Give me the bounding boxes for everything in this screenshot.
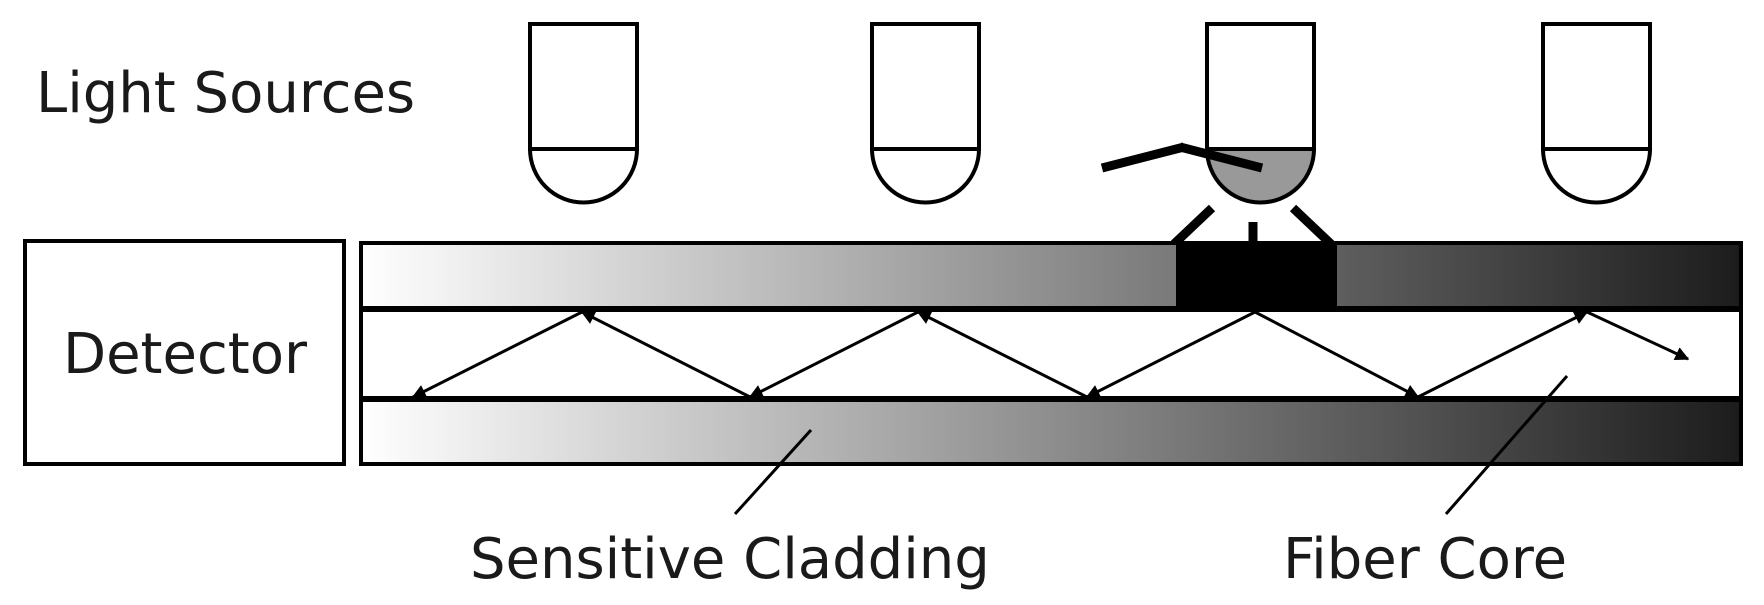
- emission-ray-right: [1178, 142, 1264, 173]
- emission-ray-down-left: [1170, 204, 1216, 248]
- core-leader-line: [1444, 375, 1569, 515]
- emission-rays: [1100, 142, 1335, 248]
- led-body: [870, 22, 981, 151]
- ray-segment: [1085, 310, 1256, 399]
- ray-segment: [411, 310, 583, 399]
- led-lens: [527, 147, 640, 205]
- led-lens: [1540, 147, 1653, 205]
- ray-segment: [916, 310, 1088, 399]
- light-source-2: [869, 22, 982, 205]
- light-sources: [527, 22, 1653, 205]
- led-body: [1205, 22, 1316, 151]
- light-sources-label: Light Sources: [36, 61, 415, 126]
- ray-segment: [1417, 310, 1589, 399]
- emission-ray-down-right: [1289, 204, 1335, 248]
- fiber-core-label: Fiber Core: [1283, 527, 1567, 592]
- led-body: [1541, 22, 1652, 151]
- cladding-leader-line: [733, 428, 813, 516]
- bottom-cladding: [359, 398, 1743, 466]
- sensitive-cladding-label: Sensitive Cladding: [470, 527, 990, 592]
- top-cladding: [359, 241, 1743, 310]
- light-ray-path: [411, 310, 1690, 399]
- led-lens: [869, 147, 982, 205]
- ray-segment: [1586, 310, 1690, 361]
- emission-ray-left: [1100, 142, 1186, 173]
- ray-segment: [748, 310, 919, 399]
- ray-segment: [580, 310, 751, 399]
- detector-box: [23, 239, 346, 466]
- light-source-3-active: [1204, 22, 1317, 205]
- detector-label: Detector: [63, 322, 308, 387]
- light-source-4: [1540, 22, 1653, 205]
- sensing-spot: [1176, 243, 1337, 308]
- light-source-1: [527, 22, 640, 205]
- ray-segment: [1254, 310, 1420, 399]
- led-body: [528, 22, 639, 151]
- fiber-core: [359, 308, 1743, 400]
